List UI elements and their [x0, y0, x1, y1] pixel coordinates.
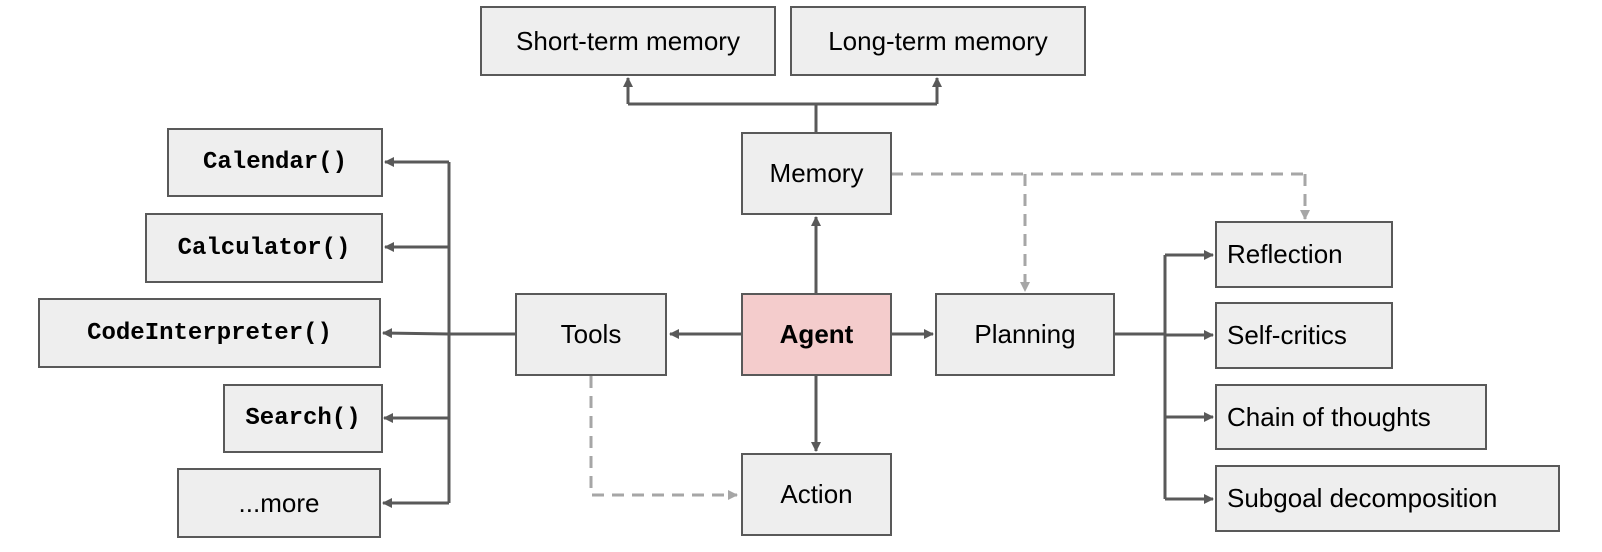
code-interpreter-tool-box: CodeInterpreter(): [38, 298, 381, 368]
tools-box: Tools: [515, 293, 667, 376]
self-critics-box: Self-critics: [1215, 302, 1393, 369]
action-box: Action: [741, 453, 892, 536]
calculator-tool-box: Calculator(): [145, 213, 383, 283]
short-term-memory-box: Short-term memory: [480, 6, 776, 76]
chain-of-thoughts-box: Chain of thoughts: [1215, 384, 1487, 450]
tools-bus-connector: [447, 162, 515, 503]
reflection-box: Reflection: [1215, 221, 1393, 288]
long-term-memory-box: Long-term memory: [790, 6, 1086, 76]
planning-bus-connector: [1115, 255, 1167, 499]
subgoal-decomposition-box: Subgoal decomposition: [1215, 465, 1560, 532]
more-tools-box: ...more: [177, 468, 381, 538]
search-tool-box: Search(): [223, 384, 383, 453]
dashed-arrow-tools-to-action: [589, 376, 738, 500]
calendar-tool-box: Calendar(): [167, 128, 383, 197]
agent-box: Agent: [741, 293, 892, 376]
memory-to-memory-types-connector: [628, 102, 937, 132]
memory-box: Memory: [741, 132, 892, 215]
planning-box: Planning: [935, 293, 1115, 376]
arrow-to-code-interpreter: [382, 328, 450, 339]
